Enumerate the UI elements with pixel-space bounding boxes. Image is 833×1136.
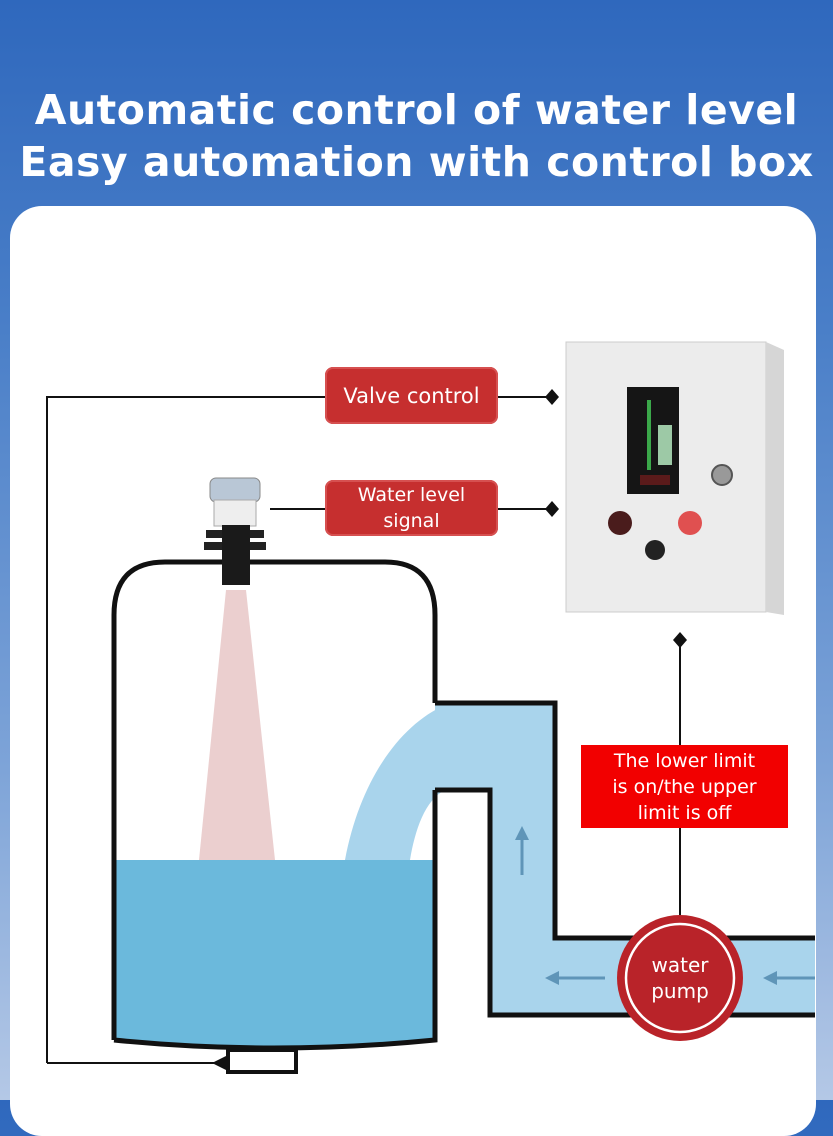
pipe	[435, 703, 815, 1015]
tank-outlet	[226, 1048, 298, 1074]
limit-note-label: The lower limit is on/the upper limit is…	[581, 745, 788, 828]
sensor-beam	[199, 590, 275, 860]
valve-control-label: Valve control	[325, 367, 498, 424]
water-stream	[345, 705, 445, 860]
flow-arrows	[515, 826, 815, 985]
water-level-signal-label: Water level signal	[325, 480, 498, 536]
diamond-icon	[545, 389, 559, 405]
ultrasonic-sensor-icon	[204, 477, 266, 585]
arrow-icon	[212, 1056, 226, 1070]
diamond-icon	[673, 632, 687, 648]
diamond-icon	[545, 501, 559, 517]
water-level-diagram	[46, 341, 815, 1074]
tank-outline	[111, 559, 438, 1051]
water-pump-label: water pump	[651, 953, 709, 1003]
control-box-icon	[565, 341, 784, 615]
tank-water	[114, 860, 433, 1048]
water-pump	[617, 915, 743, 1041]
title-line-2: Easy automation with control box	[19, 138, 814, 186]
title-line-1: Automatic control of water level	[34, 86, 799, 134]
